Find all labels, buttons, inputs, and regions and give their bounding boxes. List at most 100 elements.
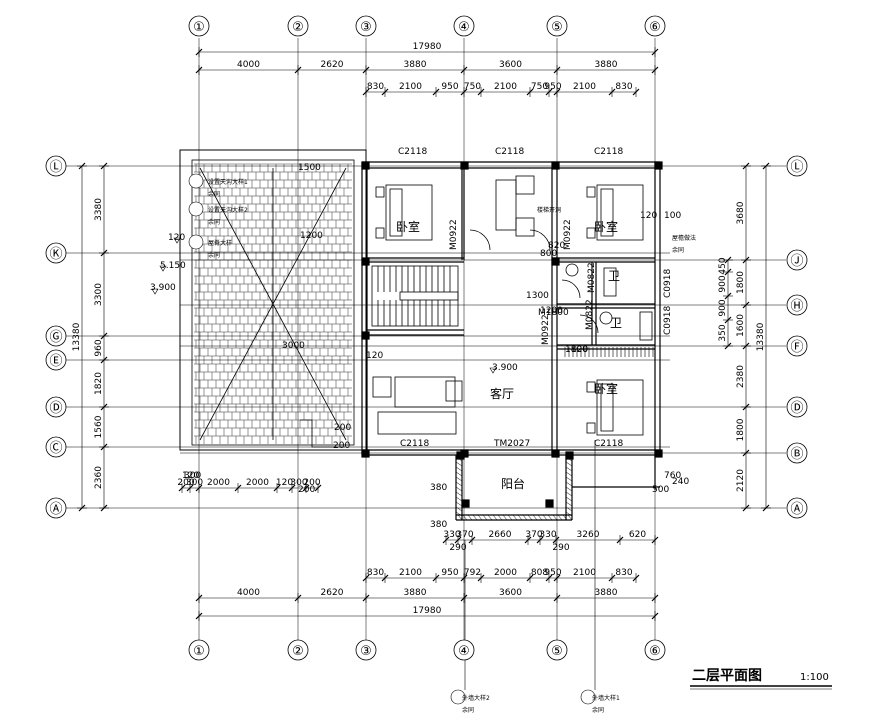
dim-tick [195,48,203,56]
dim-tick [432,574,440,582]
furniture [371,175,654,436]
column [361,161,370,170]
dim-misc: 1300 [526,291,549,301]
dim-misc: 120 [182,471,199,481]
balcony-hatch [455,496,463,502]
dim-right-seg: 2120 [736,469,746,492]
dim-top-fine: 950 [441,82,458,92]
roof-hatch [179,149,367,451]
balcony-hatch [557,514,563,521]
note: 设置天沟大样1 [208,178,248,186]
dim-misc: 800 [540,249,557,259]
dim-tick [460,574,468,582]
balcony-hatch [482,514,488,521]
axis-label-bottom: ⑥ [649,644,661,659]
note: 余同 [208,251,220,259]
dim-tick [536,536,544,544]
column [456,451,465,460]
dim-misc: 200 [333,441,350,451]
desk [495,179,517,231]
axis-bubble-left [45,436,67,458]
dim-tick [78,162,86,170]
detail-bubble [450,689,466,705]
column [654,161,663,170]
column [565,451,574,460]
walls [361,161,663,521]
dim-tick [742,342,750,350]
title-scale: 1:100 [800,672,829,683]
axis-label-right: Ⓗ [790,299,803,314]
detail-bubble [188,201,204,217]
dim-right-fine: 900 [718,275,728,292]
axis-label-top: ④ [458,20,470,35]
window-code: C2118 [398,147,427,157]
axis-label-top: ③ [360,20,372,35]
dim-tick [553,66,561,74]
washbasin [603,267,617,297]
dim-misc: 120 [168,233,185,243]
dim-tick [545,88,553,96]
balcony-hatch [467,514,473,521]
axis-bubble-left [45,155,67,177]
dim-tick [724,268,732,276]
door-code: M0822 [585,299,595,330]
axis-bubble-right [786,249,808,271]
dim-left-outer: 13380 [72,322,82,351]
dim-right-seg: 1600 [736,314,746,337]
axis-bubble-bottom [287,639,309,661]
axis-label-right: Ⓕ [790,340,803,355]
bed [596,379,644,436]
dim-tick [460,88,468,96]
level-mark [173,237,181,244]
axis-bubble-right [786,335,808,357]
door-code: M0922 [541,314,551,345]
dim-tick [724,342,732,350]
room-bath-2: 卫 [610,316,622,330]
dim-top-mid: 2620 [321,60,344,70]
dim-tick [195,66,203,74]
room-balcony: 阳台 [501,476,525,491]
dim-right-fine: 900 [718,299,728,316]
axis-bubble-right [786,155,808,177]
chair [515,217,535,237]
dim-roof-lower: 200 [177,478,194,488]
dim-left-seg: 2360 [94,466,104,489]
axis-label-left: Ⓒ [49,441,62,456]
balcony-hatch [492,514,498,521]
dim-tick [526,88,534,96]
dim-right-seg: 2380 [736,365,746,388]
door-code: M0822 [587,262,597,293]
door-code: M1800 [538,308,569,318]
dim-tick [526,574,534,582]
dim-tick [724,256,732,264]
dim-tick [762,162,770,170]
axis-bubble-left [45,325,67,347]
balcony-hatch [565,486,573,492]
balcony-hatch [547,514,553,521]
dim-balcony-under: 330 [443,530,460,540]
balcony-hatch [512,514,518,521]
dim-misc: 380 [430,483,447,493]
detail-bubble [188,173,204,189]
door-swing [561,279,581,299]
axis-label-left: Ⓔ [49,354,62,369]
dimension-lines [77,47,771,690]
nightstand [586,422,596,434]
balcony-hatch [565,506,573,512]
dim-tick [468,536,476,544]
axis-grid [66,38,786,640]
dim-tick [724,316,732,324]
dim-top-fine: 2100 [399,82,422,92]
dim-misc: 100 [664,211,681,221]
axis-label-top: ⑥ [649,20,661,35]
dim-bottom-fine: 830 [615,568,632,578]
dim-top-fine: 2100 [573,82,596,92]
column [461,499,470,508]
level-mark [159,265,167,272]
door-swing [469,229,491,251]
axis-bubble-bottom [546,639,568,661]
balcony-hatch [455,461,463,467]
dim-tick [742,162,750,170]
